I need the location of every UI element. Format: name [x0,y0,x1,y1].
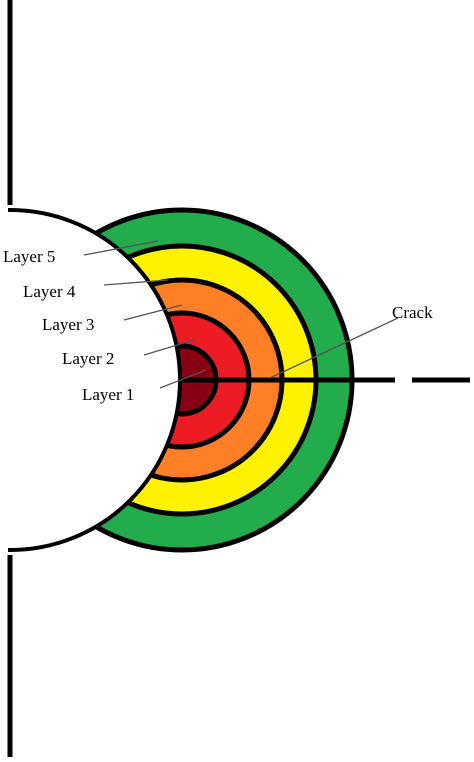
leader-crack [269,317,399,379]
leader-layer5 [83,240,159,256]
label-layer5: Layer 5 [3,247,55,266]
leader-layer4 [103,279,169,286]
label-layer1: Layer 1 [82,385,134,404]
label-layer3: Layer 3 [42,315,94,334]
label-layer2: Layer 2 [62,349,114,368]
outer-background [0,0,8,757]
leader-layer1 [159,369,207,389]
leader-layer3 [123,304,183,321]
label-layer4: Layer 4 [23,282,76,301]
leader-layer2 [143,339,195,356]
label-crack: Crack [392,303,433,322]
